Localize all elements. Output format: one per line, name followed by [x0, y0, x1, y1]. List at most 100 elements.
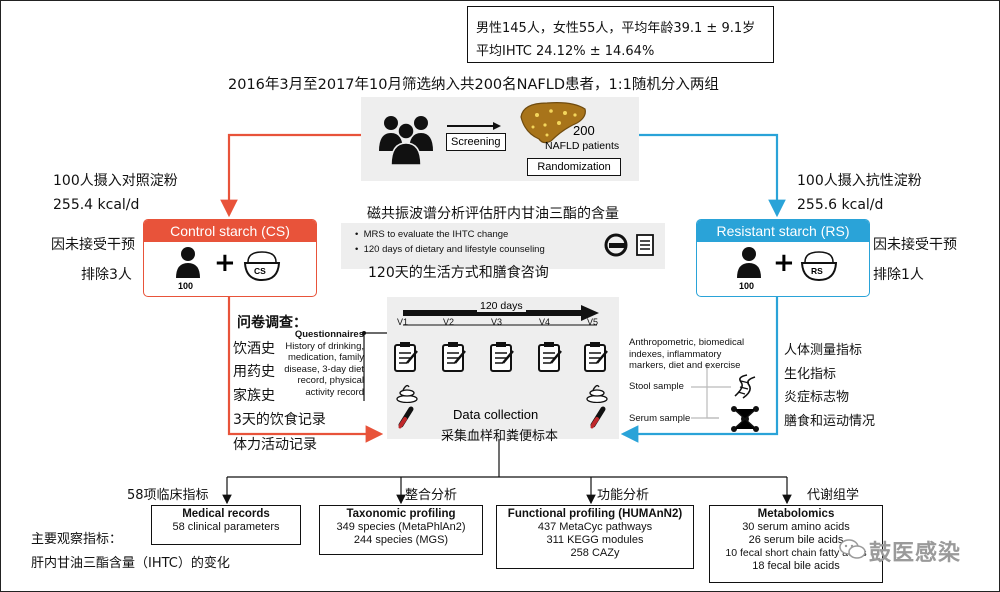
clipboard-icon [585, 342, 607, 371]
control-count: 100 [178, 281, 193, 291]
questionnaire-line: record, physical [282, 375, 364, 387]
screening-panel: Screening 200 NAFLD patients Randomizati… [361, 97, 639, 181]
box-line: 58 clinical parameters [152, 521, 300, 534]
box-title: Taxonomic profiling [320, 508, 482, 521]
anthro-line: markers, diet and exercise [629, 360, 744, 372]
plus-icon: + [773, 250, 795, 276]
box-line: 18 fecal bile acids [710, 560, 882, 573]
stool-sample-label: Stool sample [629, 381, 684, 393]
resistant-bowl-label: RS [811, 266, 823, 276]
data-collection-zh: 采集血样和粪便标本 [441, 425, 558, 444]
control-intake: 100人摄入对照淀粉 [53, 170, 178, 190]
timeline-duration: 120 days [477, 300, 526, 312]
analysis-label-functional: 功能分析 [597, 484, 649, 503]
stool-icon [395, 381, 419, 403]
box-title: Functional profiling (HUMAnN2) [497, 508, 693, 521]
mrs-bullet-1: • MRS to evaluate the IHTC change [355, 229, 508, 241]
visit-label: V1 [397, 317, 408, 327]
right-label-biochemical: 生化指标 [784, 363, 836, 382]
resistant-starch-title: Resistant starch (RS) [697, 220, 869, 242]
questionnaire-item-medication: 用药史 [233, 361, 275, 381]
people-group-icon [371, 109, 441, 169]
control-starch-card: Control starch (CS) 100 + CS [143, 219, 317, 297]
box-line: 349 species (MetaPhlAn2) [320, 521, 482, 534]
mrs-bullet-2: • 120 days of dietary and lifestyle coun… [355, 244, 545, 256]
questionnaire-item-activity: 体力活动记录 [233, 434, 317, 454]
clipboard-icon [443, 342, 465, 371]
patient-label: NAFLD patients [545, 140, 619, 152]
blood-tube-icon [395, 405, 417, 429]
control-excluded-reason: 因未接受干预 [51, 234, 135, 254]
questionnaire-title-en: Questionnaires [282, 329, 364, 341]
box-title: Metabolomics [710, 508, 882, 521]
main-outcome-label: 主要观察指标： [31, 528, 122, 547]
dna-icon [731, 374, 761, 400]
box-title: Medical records [152, 508, 300, 521]
mrs-title: 磁共振波谱分析评估肝内甘油三酯的含量 [367, 203, 619, 223]
questionnaire-line: activity record [282, 387, 364, 399]
resistant-excluded-reason: 因未接受干预 [873, 234, 957, 254]
mri-scanner-icon [603, 232, 659, 258]
resistant-count: 100 [739, 281, 754, 291]
resistant-excluded-count: 排除1人 [873, 264, 924, 284]
screening-label: Screening [446, 133, 506, 151]
cohort-stats-line1: 男性145人，女性55人，平均年龄39.1 ± 9.1岁 [476, 17, 755, 36]
box-line: 244 species (MGS) [320, 534, 482, 547]
mrs-bullet-2-text: 120 days of dietary and lifestyle counse… [364, 244, 545, 255]
functional-profiling-box: Functional profiling (HUMAnN2) 437 MetaC… [496, 505, 694, 569]
serum-sample-label: Serum sample [629, 413, 690, 425]
clipboard-icon [539, 342, 561, 371]
box-line: 437 MetaCyc pathways [497, 521, 693, 534]
questionnaire-line: medication, family [282, 352, 364, 364]
mrs-bullet-1-text: MRS to evaluate the IHTC change [364, 229, 509, 240]
clipboard-icon [395, 342, 417, 371]
wechat-icon [838, 537, 868, 561]
mrs-subtitle: 120天的生活方式和膳食咨询 [368, 262, 549, 282]
questionnaire-item-drinking: 饮酒史 [233, 338, 275, 358]
visit-label: V4 [539, 317, 550, 327]
resistant-arm-arrow [639, 135, 777, 215]
questionnaire-en: Questionnaires History of drinking, medi… [282, 329, 364, 398]
control-bowl-label: CS [254, 266, 266, 276]
screening-header: 2016年3月至2017年10月筛选纳入共200名NAFLD患者，1:1随机分入… [228, 73, 719, 94]
resistant-starch-card: Resistant starch (RS) 100 + RS [696, 219, 870, 297]
cohort-stats-box: 男性145人，女性55人，平均年龄39.1 ± 9.1岁 平均IHTC 24.1… [467, 6, 774, 63]
questionnaire-item-diet: 3天的饮食记录 [233, 409, 326, 429]
molecule-icon [729, 404, 761, 434]
taxonomic-profiling-box: Taxonomic profiling 349 species (MetaPhl… [319, 505, 483, 555]
data-collection-label: Data collection [453, 407, 538, 422]
box-line: 311 KEGG modules [497, 534, 693, 547]
anthro-line: indexes, inflammatory [629, 349, 744, 361]
analysis-label-metabolomics: 代谢组学 [807, 484, 859, 503]
watermark-text: 鼓医感染 [869, 535, 961, 567]
cohort-stats-line2: 平均IHTC 24.12% ± 14.64% [476, 40, 654, 59]
resistant-intake: 100人摄入抗性淀粉 [797, 170, 922, 190]
visit-label: V2 [443, 317, 454, 327]
right-label-inflammatory: 炎症标志物 [784, 386, 849, 405]
box-line: 30 serum amino acids [710, 521, 882, 534]
main-outcome-value: 肝内甘油三酯含量（IHTC）的变化 [31, 552, 230, 571]
medical-records-box: Medical records 58 clinical parameters [151, 505, 301, 545]
control-excluded-count: 排除3人 [81, 264, 132, 284]
anthro-line: Anthropometric, biomedical [629, 337, 744, 349]
control-arm-arrow [229, 135, 361, 215]
questionnaire-item-family: 家族史 [233, 385, 275, 405]
stool-icon [585, 381, 609, 403]
questionnaire-line: History of drinking, [282, 341, 364, 353]
plus-icon: + [214, 250, 236, 276]
randomization-label: Randomization [527, 158, 621, 176]
analysis-label-clinical: 58项临床指标 [127, 484, 209, 503]
visit-label: V5 [587, 317, 598, 327]
analysis-label-integrated: 整合分析 [405, 484, 457, 503]
right-label-anthropometric: 人体测量指标 [784, 339, 862, 358]
right-label-diet-exercise: 膳食和运动情况 [784, 410, 875, 429]
visit-clipboards [387, 341, 619, 381]
timeline-panel: 120 days V1 V2 V3 V4 V5 Data collection … [387, 297, 619, 439]
box-line: 258 CAZy [497, 547, 693, 560]
control-starch-title: Control starch (CS) [144, 220, 316, 242]
patient-count: 200 [573, 123, 595, 138]
visit-label: V3 [491, 317, 502, 327]
clipboard-icon [491, 342, 513, 371]
control-kcal: 255.4 kcal/d [53, 197, 139, 213]
